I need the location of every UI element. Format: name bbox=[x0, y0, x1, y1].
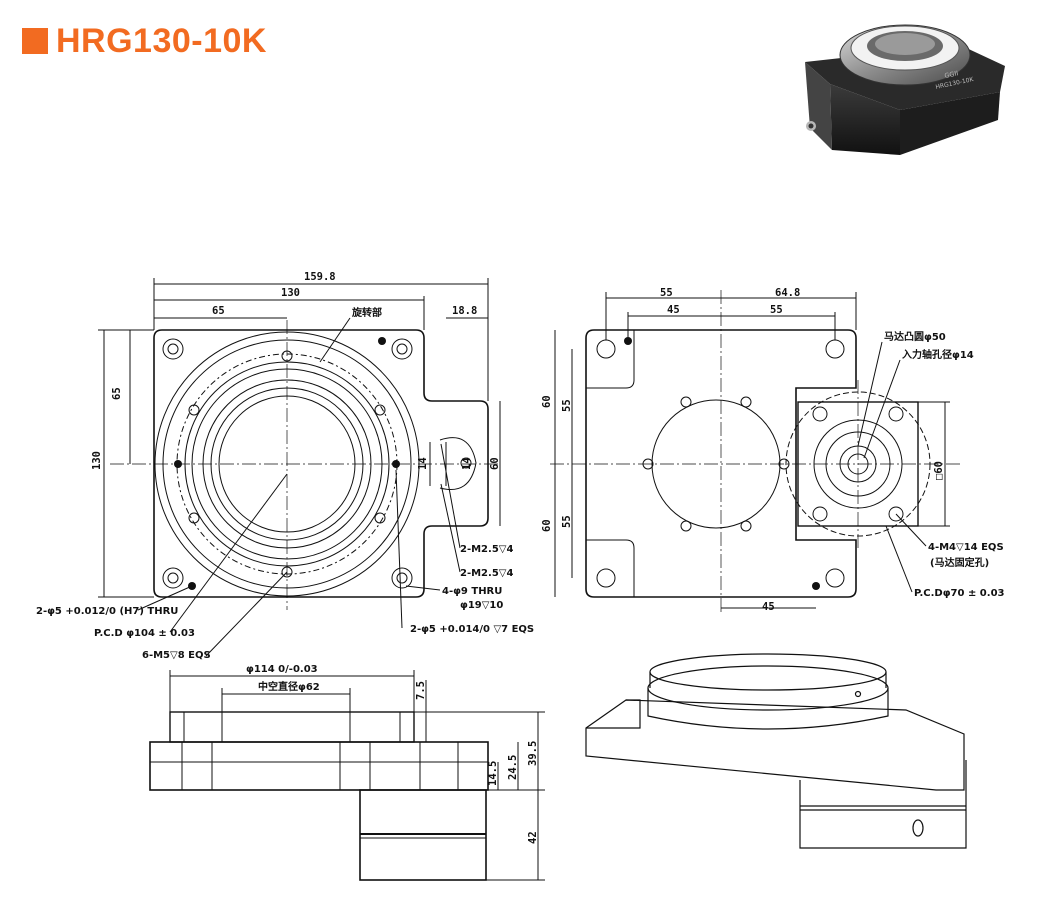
dim-tab-width: 18.8 bbox=[452, 305, 477, 317]
dim-w45-bottom: 45 bbox=[762, 601, 775, 613]
dim-pin-spacing-b: 14 bbox=[461, 457, 473, 470]
dim-h60b: 60 bbox=[541, 519, 553, 532]
label-dowel-h7: 2-φ5 +0.012/0 (H7) THRU bbox=[36, 606, 178, 617]
label-cbore-19: φ19▽10 bbox=[460, 600, 503, 611]
orange-square-icon bbox=[22, 28, 48, 54]
isometric-view bbox=[585, 653, 967, 849]
product-photo: GGII HRG130-10K bbox=[805, 24, 1005, 155]
title-header: HRG130-10K bbox=[22, 24, 267, 58]
photo-brand: GGII bbox=[944, 69, 959, 80]
dim-sq60: □60 bbox=[933, 461, 945, 480]
dim-w55b: 55 bbox=[770, 304, 783, 316]
dim-d114: φ114 0/-0.03 bbox=[246, 664, 318, 675]
side-view bbox=[550, 290, 960, 615]
dim-7-5: 7.5 bbox=[415, 681, 427, 700]
dim-39-5: 39.5 bbox=[527, 741, 539, 766]
label-input-bore: 入力轴孔径φ14 bbox=[902, 348, 974, 361]
dim-body-width: 130 bbox=[281, 287, 300, 299]
dim-pin-spacing-a: 14 bbox=[417, 457, 429, 470]
dim-height: 130 bbox=[91, 451, 103, 470]
dim-hollow: 中空直径φ62 bbox=[258, 680, 320, 693]
dim-half-width: 65 bbox=[212, 305, 225, 317]
dim-overall-width: 159.8 bbox=[304, 271, 336, 283]
dim-w64-8: 64.8 bbox=[775, 287, 800, 299]
front-view bbox=[149, 670, 545, 881]
dim-42: 42 bbox=[527, 831, 539, 844]
label-m25-b: 2-M2.5▽4 bbox=[460, 568, 513, 579]
dim-14-5: 14.5 bbox=[487, 761, 499, 786]
label-holes-9: 4-φ9 THRU bbox=[442, 586, 502, 597]
dim-h60a: 60 bbox=[541, 395, 553, 408]
label-m5: 6-M5▽8 EQS bbox=[142, 650, 211, 661]
label-m25-a: 2-M2.5▽4 bbox=[460, 544, 513, 555]
dim-tab-height: 60 bbox=[489, 457, 501, 470]
label-pcd-70: P.C.Dφ70 ± 0.03 bbox=[914, 588, 1005, 599]
dim-h55b: 55 bbox=[561, 515, 573, 528]
label-m4: 4-M4▽14 EQS bbox=[928, 542, 1004, 553]
label-rotating-part: 旋转部 bbox=[351, 306, 382, 319]
label-motor-fix: (马达固定孔) bbox=[930, 556, 989, 569]
label-pcd-104: P.C.D φ104 ± 0.03 bbox=[94, 628, 195, 639]
label-dowel-7: 2-φ5 +0.014/0 ▽7 EQS bbox=[410, 624, 534, 635]
dim-h55a: 55 bbox=[561, 399, 573, 412]
dim-w55: 55 bbox=[660, 287, 673, 299]
page-title: HRG130-10K bbox=[56, 22, 267, 60]
top-view bbox=[98, 278, 501, 657]
dim-24-5: 24.5 bbox=[507, 755, 519, 780]
dim-half-height: 65 bbox=[111, 387, 123, 400]
label-motor-boss: 马达凸圆φ50 bbox=[884, 330, 946, 343]
dim-w45: 45 bbox=[667, 304, 680, 316]
